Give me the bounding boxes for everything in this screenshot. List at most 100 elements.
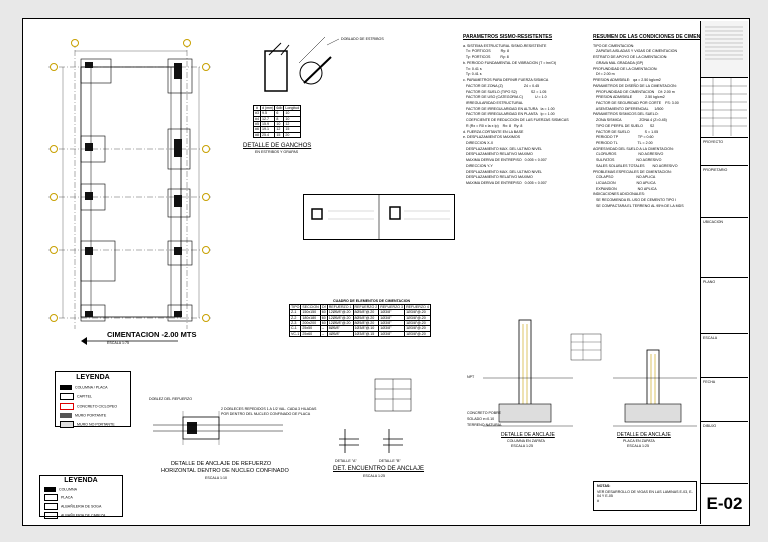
text-line: FACTOR DE USO (CATEGORIA C) U = 1.0 bbox=[463, 95, 547, 100]
text-line: PERIODO TL TL = 2.00 bbox=[593, 140, 653, 145]
text-line: PRESION ADMISIBLE: qa = 2.50 kg/cm2 bbox=[593, 78, 661, 83]
ganchos-drawing bbox=[264, 36, 340, 92]
table-cell: Z-3 bbox=[288, 319, 302, 327]
ganchos-table-header: # d (mm) 6db Longitud bbox=[253, 104, 302, 112]
text-line: FACTOR DE SEGURIDAD POR CORTE FS: 3.00 bbox=[593, 100, 679, 105]
cell: 20 bbox=[283, 131, 302, 138]
nota-box: NOTAS: VER DESARROLLO DE VIGAS EN LAS LA… bbox=[593, 481, 697, 511]
table-cell: 12Ø5/8"@.20 bbox=[326, 309, 354, 316]
anclaje-label-terreno: TERRENO NATURAL bbox=[467, 423, 503, 427]
nota-line: VER DESARROLLO DE VIGAS EN LAS LAMINAS E… bbox=[597, 490, 693, 499]
params-lines: a. SISTEMA ESTRUCTURAL SISMO-RESISTENTE … bbox=[463, 44, 573, 185]
text-line: DESPLAZAMIENTO MAX. DEL ULTIMO NIVEL bbox=[463, 146, 543, 151]
anclaje-muro-title: DETALLE DE ANCLAJE DE REFUERZO bbox=[171, 461, 272, 467]
table-cell: Z-1 bbox=[288, 309, 302, 316]
text-line: FACTOR DE IRREGULARIDAD EN PLANTA Ip = 1… bbox=[463, 112, 555, 117]
nota-title: NOTAS: bbox=[597, 484, 611, 488]
text-line: DESPLAZAMIENTO RELATIVO MAXIMO bbox=[463, 175, 533, 180]
legend-2-item: ALBAÑILERIA DE SOGA bbox=[44, 503, 118, 511]
text-line: TIPO DE CIMENTACION: bbox=[593, 43, 635, 48]
revision-table bbox=[701, 77, 748, 137]
detalle-b-label: DETALLE "B" bbox=[379, 459, 401, 463]
plan-scale: ESCALA 1:75 bbox=[107, 341, 129, 345]
ganchos-col: 6db bbox=[274, 104, 285, 112]
text-line: MAXIMA DERIVA DE ENTREPISO 0.005 < 0.007 bbox=[463, 181, 547, 185]
table-cell: 1Ø3/8" bbox=[378, 330, 406, 337]
cell: 15.9 bbox=[259, 120, 276, 128]
legend-2-item: ALBAÑILERIA DE CABEZA bbox=[44, 512, 118, 520]
anclaje-left-title: DETALLE DE ANCLAJE bbox=[501, 432, 555, 438]
table-header-cell: REFUERZO 1 bbox=[326, 303, 354, 311]
encuentro-title: DET. ENCUENTRO DE ANCLAJE bbox=[333, 466, 425, 472]
cell: 12.7 bbox=[259, 115, 276, 122]
legend-1-label: MURO NO PORTANTE bbox=[77, 422, 115, 427]
anclaje-right-title: DETALLE DE ANCLAJE bbox=[617, 432, 671, 438]
text-line: PROFUNDIDAD DE CIMENTACION Df: 2.00 m bbox=[593, 89, 675, 94]
table-cell: 1Ø3/8"@.20 bbox=[404, 330, 431, 337]
title-block-notes bbox=[705, 26, 743, 60]
anclaje-note-1: DOBLEZ DEL REFUERZO bbox=[149, 397, 192, 401]
text-line: PRESION ADMISIBLE 2.50 kg/cm2 bbox=[593, 95, 665, 100]
text-line: AGRESIVIDAD DEL SUELO A LA CIMENTACION: bbox=[593, 146, 674, 151]
legend-box-2: LEYENDA COLUMNA PLACA ALBAÑILERIA DE SOG… bbox=[39, 475, 123, 520]
doblado-label: DOBLADO DE ESTRIBOS bbox=[341, 37, 384, 41]
table-cell: 1Ø3/8"@.20 bbox=[404, 319, 431, 327]
legend-1-label: CAPITEL bbox=[77, 394, 92, 399]
text-line: PARAMETROS DE DISEÑO DE LA CIMENTACION: bbox=[593, 83, 677, 88]
tb-ubicacion: UBICACION bbox=[701, 217, 748, 277]
text-line: EXPANSION NO APLICA bbox=[593, 186, 657, 191]
table-cell: 1Ø3/8"@.20 bbox=[404, 325, 431, 332]
legend-2-label: COLUMNA bbox=[59, 487, 77, 492]
table-cell: 200x200 bbox=[300, 319, 321, 327]
text-line: FACTOR DE IRREGULARIDAD EN ALTURA Ia = 1… bbox=[463, 106, 555, 111]
text-line: COEFICIENTE DE REDUCCION DE LAS FUERZAS … bbox=[463, 118, 569, 123]
table-cell: 1Ø3/8"@.20 bbox=[404, 314, 431, 321]
legend-1-item: MURO NO PORTANTE bbox=[60, 421, 126, 429]
anclaje-right-scale: ESCALA 1:25 bbox=[627, 444, 649, 448]
table-cell: 12Ø5/8"@.20 bbox=[326, 314, 354, 321]
cell: #8 bbox=[253, 131, 261, 138]
text-line: b. PERIODO FUNDAMENTAL DE VIBRACION (T =… bbox=[463, 60, 557, 65]
ganchos-subtitle: EN ESTRIBOS Y GRAPAS bbox=[255, 150, 299, 154]
table-cell: 60 bbox=[319, 314, 328, 321]
table-cell: 4Ø5/8" bbox=[326, 330, 354, 337]
cell: 12 bbox=[274, 126, 285, 133]
anclaje-label-npt: NPT bbox=[467, 375, 475, 379]
anclaje-muro-subtitle: HORIZONTAL DENTRO DE NUCLEO CONFINADO bbox=[161, 468, 289, 474]
text-line: Tx: PORTICOS Ry: 8 bbox=[463, 49, 509, 54]
table-cell: VC-1 bbox=[288, 330, 302, 337]
legend-box-1: LEYENDA COLUMNA / PLACA CAPITEL CONCRETO… bbox=[55, 371, 131, 429]
ganchos-col: d (mm) bbox=[259, 104, 276, 112]
detalle-a-label: DETALLE "A" bbox=[335, 459, 357, 463]
text-line: ZONA SISMICA ZONA 4 (Z=0.45) bbox=[593, 118, 667, 123]
encuentro-drawing bbox=[339, 378, 412, 453]
anclaje-label-solado: SOLADO e=0.10 bbox=[467, 417, 495, 421]
text-line: DIRECCION Y-Y bbox=[463, 163, 493, 168]
title-block-header bbox=[701, 21, 748, 77]
column-section-drawing bbox=[311, 195, 450, 239]
text-line: INDICACIONES ADICIONALES: bbox=[593, 192, 645, 197]
table-header-cell: TIPO bbox=[288, 303, 302, 311]
legend-1-label: COLUMNA / PLACA bbox=[75, 385, 108, 390]
anclaje-right-sub: PLACA EN ZAPATA bbox=[623, 439, 655, 443]
params-title: PARAMETROS SISMO-RESISTENTES bbox=[463, 34, 553, 40]
table-cell: -- bbox=[319, 330, 328, 337]
params-block: PARAMETROS SISMO-RESISTENTES a. SISTEMA … bbox=[463, 34, 573, 187]
legend-2-label: ALBAÑILERIA DE CABEZA bbox=[61, 513, 106, 518]
anclaje-note-3: POR DENTRO DEL NUCLEO CONFINADO DE PLACA bbox=[221, 412, 311, 416]
anclaje-left-sub: COLUMNA EN ZAPATA bbox=[507, 439, 545, 443]
legend-1-label: MURO PORTANTE bbox=[75, 413, 107, 418]
text-line: PROBLEMAS ESPECIALES DE CIMENTACION: bbox=[593, 169, 672, 174]
text-line: LICUACION NO APLICA bbox=[593, 181, 656, 185]
text-line: ZAPATAS AISLADAS Y VIGAS DE CIMENTACION bbox=[593, 49, 678, 54]
tb-propietario: PROPIETARIO bbox=[701, 165, 748, 217]
text-line: Ty: 0.41 s bbox=[463, 72, 482, 77]
anclaje-label-concreto: CONCRETO POBRE bbox=[467, 411, 502, 415]
text-line: PERIODO TP TP = 0.60 bbox=[593, 135, 654, 140]
legend-1-item: CONCRETO CICLOPEO bbox=[60, 403, 126, 411]
